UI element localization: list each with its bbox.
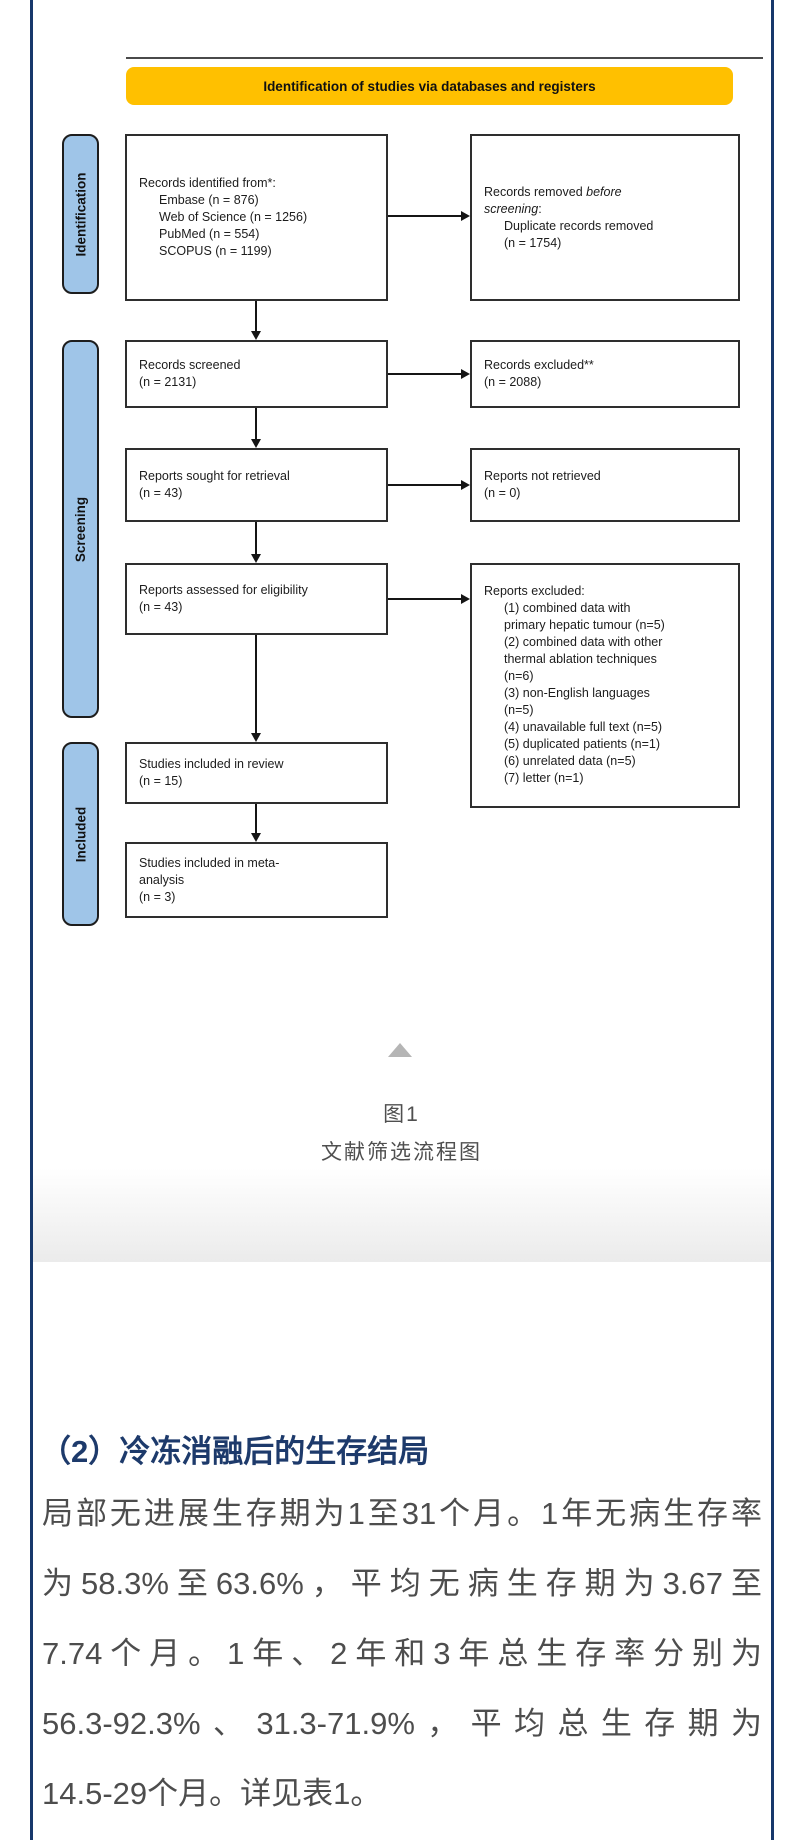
arrow-right-line bbox=[388, 484, 461, 486]
stage-label-identification: Identification bbox=[62, 134, 99, 294]
box-line: (n = 3) bbox=[139, 889, 176, 904]
arrow-right-head bbox=[461, 369, 470, 379]
article-heading: （2）冷冻消融后的生存结局 bbox=[40, 1434, 430, 1469]
box-line: primary hepatic tumour (n=5) bbox=[504, 618, 665, 632]
box-line: Duplicate records removed bbox=[504, 218, 654, 233]
arrow-down-head bbox=[251, 331, 261, 340]
arrow-down-line bbox=[255, 804, 257, 833]
box-line: (2) combined data with other bbox=[504, 635, 663, 649]
figure-top-border bbox=[126, 57, 763, 59]
stage-label-screening: Screening bbox=[62, 340, 99, 718]
box-reports-assessed: Reports assessed for eligibility (n = 43… bbox=[125, 563, 388, 635]
article-paragraph-line: 7.74个月。1年、2年和3年总生存率分别为 bbox=[42, 1636, 762, 1671]
box-line: (n = 43) bbox=[139, 486, 183, 500]
box-records-identified: Records identified from*: Embase (n = 87… bbox=[125, 134, 388, 301]
box-line: Embase (n = 876) bbox=[159, 193, 259, 207]
box-line: (n = 1754) bbox=[504, 235, 562, 250]
page-border-right bbox=[771, 0, 774, 1840]
box-line: (n = 2131) bbox=[139, 375, 197, 389]
box-line: (n = 43) bbox=[139, 600, 183, 614]
box-records-screened: Records screened (n = 2131) bbox=[125, 340, 388, 408]
stage-label-text: Included bbox=[73, 806, 89, 862]
box-line: (1) combined data with bbox=[504, 601, 631, 615]
box-studies-meta: Studies included in meta- analysis (n = … bbox=[125, 842, 388, 918]
stage-label-text: Screening bbox=[73, 496, 88, 562]
box-line: Reports excluded: bbox=[484, 584, 585, 598]
box-line: Web of Science (n = 1256) bbox=[159, 210, 308, 224]
box-line: (3) non-English languages bbox=[504, 686, 650, 700]
box-line: (4) unavailable full text (n=5) bbox=[504, 720, 663, 734]
box-line: SCOPUS (n = 1199) bbox=[159, 244, 272, 258]
box-line: (n = 15) bbox=[139, 774, 183, 788]
arrow-right-head bbox=[461, 211, 470, 221]
box-line: Studies included in review bbox=[139, 757, 284, 771]
box-reports-excluded-reasons: Reports excluded: (1) combined data with… bbox=[470, 563, 740, 808]
box-line: Records excluded** bbox=[484, 358, 594, 372]
arrow-down-line bbox=[255, 635, 257, 733]
flowchart-header-label: Identification of studies via databases … bbox=[263, 78, 596, 94]
article-paragraph-line: 56.3-92.3%、31.3-71.9%，平均总生存期为 bbox=[42, 1706, 762, 1741]
stage-label-text: Identification bbox=[73, 172, 88, 256]
box-line: Studies included in meta- bbox=[139, 855, 280, 870]
box-line: Reports assessed for eligibility bbox=[139, 583, 308, 597]
collapse-triangle-icon[interactable] bbox=[388, 1043, 412, 1057]
box-reports-sought: Reports sought for retrieval (n = 43) bbox=[125, 448, 388, 522]
article-paragraph-line: 14.5-29个月。详见表1。 bbox=[42, 1776, 382, 1811]
box-records-excluded: Records excluded** (n = 2088) bbox=[470, 340, 740, 408]
box-line: (n = 2088) bbox=[484, 375, 542, 389]
box-line: thermal ablation techniques bbox=[504, 652, 657, 666]
arrow-down-line bbox=[255, 301, 257, 331]
box-line: Reports sought for retrieval bbox=[139, 469, 290, 483]
box-line: screening: bbox=[484, 201, 542, 216]
figure-caption-label: 图1 bbox=[383, 1103, 420, 1126]
arrow-right-line bbox=[388, 215, 461, 217]
arrow-down-head bbox=[251, 833, 261, 842]
box-line: (6) unrelated data (n=5) bbox=[504, 754, 636, 768]
arrow-right-head bbox=[461, 594, 470, 604]
section-fade-separator bbox=[33, 1168, 771, 1262]
box-line: (7) letter (n=1) bbox=[504, 771, 584, 785]
figure-caption-title: 文献筛选流程图 bbox=[321, 1141, 482, 1164]
box-records-removed: Records removed before screening: Duplic… bbox=[470, 134, 740, 301]
box-line: (n=5) bbox=[504, 703, 534, 717]
page-border-left bbox=[30, 0, 33, 1840]
box-line: Records removed before bbox=[484, 184, 622, 199]
box-studies-review: Studies included in review (n = 15) bbox=[125, 742, 388, 804]
box-line: (5) duplicated patients (n=1) bbox=[504, 737, 660, 751]
stage-label-included: Included bbox=[62, 742, 99, 926]
box-line: Records identified from*: bbox=[139, 176, 276, 190]
box-line: analysis bbox=[139, 872, 185, 887]
box-line: Records screened bbox=[139, 358, 241, 372]
arrow-down-head bbox=[251, 439, 261, 448]
article-paragraph-line: 局部无进展生存期为1至31个月。1年无病生存率 bbox=[42, 1496, 762, 1531]
box-line: (n=6) bbox=[504, 669, 534, 683]
flowchart-header-band: Identification of studies via databases … bbox=[126, 67, 733, 105]
arrow-down-head bbox=[251, 733, 261, 742]
arrow-right-line bbox=[388, 373, 461, 375]
article-paragraph-line: 为58.3%至63.6%，平均无病生存期为3.67至 bbox=[42, 1566, 762, 1601]
arrow-down-line bbox=[255, 408, 257, 439]
box-reports-not-retrieved: Reports not retrieved (n = 0) bbox=[470, 448, 740, 522]
box-line: PubMed (n = 554) bbox=[159, 227, 260, 241]
arrow-down-head bbox=[251, 554, 261, 563]
box-line: (n = 0) bbox=[484, 486, 521, 500]
arrow-right-line bbox=[388, 598, 461, 600]
arrow-down-line bbox=[255, 522, 257, 554]
box-line: Reports not retrieved bbox=[484, 469, 601, 483]
arrow-right-head bbox=[461, 480, 470, 490]
